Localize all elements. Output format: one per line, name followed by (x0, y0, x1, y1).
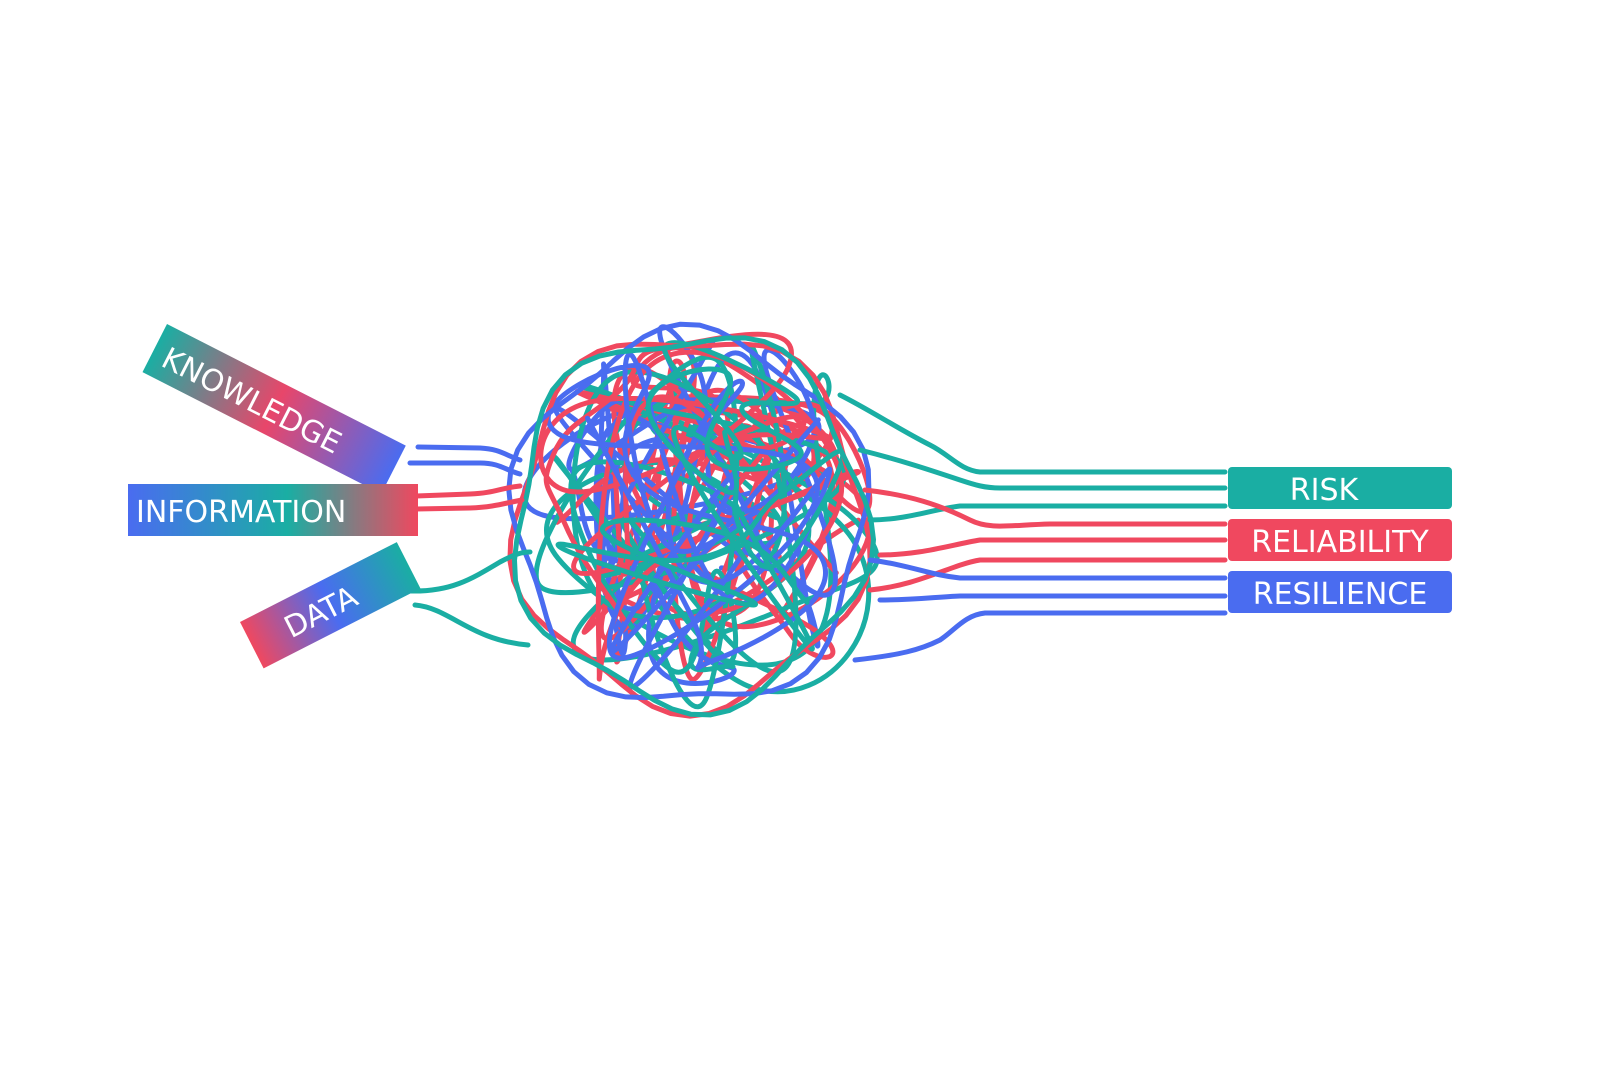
knowledge-wire-top (415, 444, 523, 463)
resilience-wire-3 (852, 610, 1228, 663)
input-wires (407, 444, 533, 648)
resilience-wire-2 (877, 593, 1228, 603)
wire-tangle (506, 321, 880, 719)
data-wire-bottom (412, 602, 531, 648)
information-label-text: INFORMATION (136, 495, 346, 530)
tangle-outline (506, 321, 872, 701)
information-wire-top (413, 483, 523, 499)
output-label-reliability: RELIABILITY (1228, 519, 1452, 561)
risk-label-text: RISK (1290, 473, 1360, 508)
input-label-knowledge: KNOWLEDGE (142, 324, 406, 494)
risk-wire-2 (857, 447, 1228, 491)
resilience-wire-1 (867, 557, 1228, 581)
output-label-resilience: RESILIENCE (1228, 571, 1452, 613)
reliability-wire-2 (877, 537, 1228, 558)
input-label-data: DATA (240, 542, 421, 669)
data-wire-top (407, 549, 533, 594)
input-label-information: INFORMATION (128, 484, 418, 536)
knowledge-wire-bottom (407, 460, 523, 477)
reliability-wire-3 (867, 557, 1228, 593)
output-label-risk: RISK (1228, 467, 1452, 509)
tangle-outline (512, 335, 876, 718)
resilience-label-text: RESILIENCE (1253, 577, 1428, 612)
risk-wire-1 (837, 392, 1228, 475)
output-wires (837, 392, 1228, 663)
tangle-strand (533, 343, 848, 710)
risk-wire-3 (867, 503, 1228, 523)
reliability-label-text: RELIABILITY (1251, 525, 1429, 560)
reliability-wire-1 (862, 487, 1228, 529)
information-wire-bottom (413, 497, 525, 512)
